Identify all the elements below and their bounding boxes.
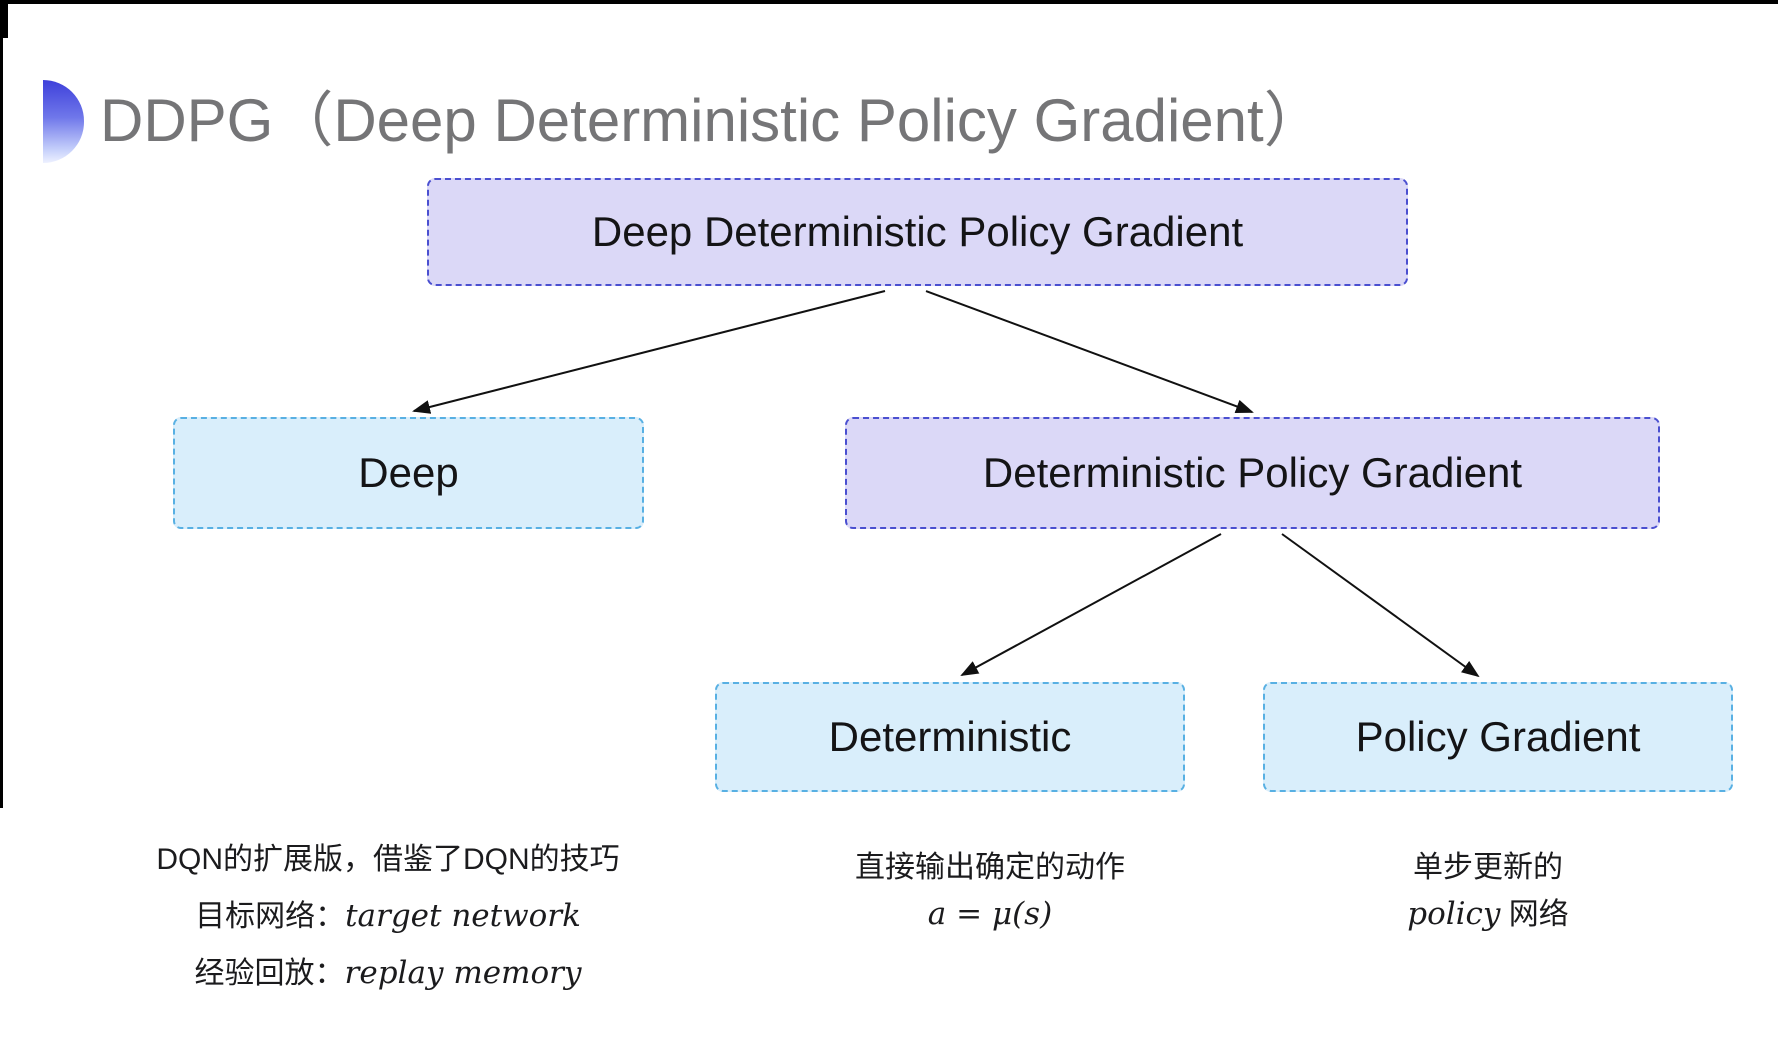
note-deep-line3-label: 经验回放： bbox=[194, 957, 345, 990]
note-policy-gradient-line2-term: policy bbox=[1407, 896, 1501, 932]
node-deterministic: Deterministic bbox=[715, 682, 1185, 792]
node-label: Deterministic bbox=[828, 713, 1072, 760]
letterbox-top-edge bbox=[0, 0, 1778, 4]
note-deterministic: 直接输出确定的动作 a = μ(s) bbox=[790, 844, 1190, 938]
note-deep-line2-label: 目标网络： bbox=[195, 900, 346, 933]
node-deterministic-policy-gradient: Deterministic Policy Gradient bbox=[845, 417, 1660, 529]
note-policy-gradient-line1: 单步更新的 bbox=[1413, 851, 1563, 884]
note-policy-gradient-line2: policy 网络 bbox=[1288, 891, 1688, 938]
note-deep-line3-term: replay memory bbox=[344, 955, 582, 991]
arrow-root-to-deep bbox=[412, 290, 886, 414]
arrow-dpg-to-deterministic bbox=[960, 533, 1222, 676]
note-deep-line1: DQN的扩展版，借鉴了DQN的技巧 bbox=[156, 843, 620, 876]
node-deep-deterministic-policy-gradient: Deep Deterministic Policy Gradient bbox=[427, 178, 1408, 286]
note-deep: DQN的扩展版，借鉴了DQN的技巧 目标网络：target network 经验… bbox=[123, 831, 653, 1002]
note-deep-line3: 经验回放：replay memory bbox=[123, 945, 653, 1002]
title-bullet-ornament bbox=[43, 80, 84, 163]
letterbox-corner-notch bbox=[0, 0, 8, 38]
arrow-dpg-to-policy-gradient bbox=[1281, 533, 1480, 678]
arrow-root-to-dpg bbox=[925, 290, 1254, 413]
note-policy-gradient: 单步更新的 policy 网络 bbox=[1288, 844, 1688, 938]
letterbox-left-edge bbox=[0, 0, 3, 808]
note-deep-line2: 目标网络：target network bbox=[123, 888, 653, 945]
node-deep: Deep bbox=[173, 417, 644, 529]
note-policy-gradient-line2-label: 网络 bbox=[1500, 898, 1569, 931]
note-deep-line2-term: target network bbox=[345, 898, 581, 934]
note-deterministic-line1: 直接输出确定的动作 bbox=[855, 851, 1125, 884]
node-label: Deep bbox=[358, 449, 459, 496]
node-policy-gradient: Policy Gradient bbox=[1263, 682, 1733, 792]
note-deterministic-formula: a = μ(s) bbox=[927, 896, 1053, 932]
page-title: DDPG（Deep Deterministic Policy Gradient） bbox=[100, 87, 1324, 154]
node-label: Policy Gradient bbox=[1355, 713, 1641, 760]
node-label: Deterministic Policy Gradient bbox=[982, 449, 1523, 496]
node-label: Deep Deterministic Policy Gradient bbox=[591, 208, 1244, 255]
